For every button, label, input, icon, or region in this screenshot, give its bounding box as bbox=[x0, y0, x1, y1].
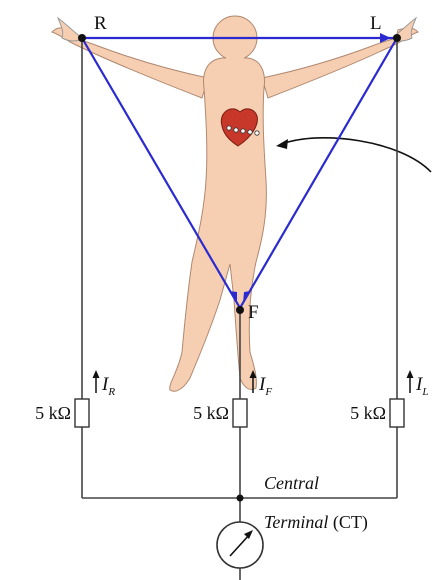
heart-electrode-dots bbox=[226, 125, 260, 136]
pointer-arrow-curve bbox=[281, 137, 432, 173]
neck-shape bbox=[226, 56, 244, 64]
electrode-L-dot bbox=[393, 34, 401, 42]
current-label-left: IL bbox=[415, 374, 428, 398]
galvanometer-needle bbox=[229, 533, 251, 557]
electrode-R-dot bbox=[78, 34, 86, 42]
human-body bbox=[51, 15, 419, 392]
current-label-right: IR bbox=[101, 374, 115, 398]
lead-III-edge bbox=[239, 37, 398, 309]
resistor-foot bbox=[232, 398, 248, 428]
electrode-L-label: L bbox=[370, 13, 382, 34]
arrowhead-R-L bbox=[380, 33, 391, 43]
heart-icon bbox=[220, 108, 258, 147]
galvanometer bbox=[216, 521, 264, 569]
resistor-right bbox=[74, 398, 90, 428]
triangle-arrowheads bbox=[229, 33, 391, 303]
central-terminal-line1: Central bbox=[264, 473, 319, 493]
pointer-arrow-head bbox=[276, 139, 288, 149]
resistor-left bbox=[389, 398, 405, 428]
left-arm-shape bbox=[51, 27, 209, 99]
resistor-label-right: 5 kΩ bbox=[35, 403, 71, 423]
current-arrows bbox=[92, 370, 414, 393]
current-label-foot: IF bbox=[258, 374, 272, 398]
electrode-F-dot bbox=[236, 306, 244, 314]
resistor-label-foot: 5 kΩ bbox=[193, 403, 229, 423]
right-hand-shape bbox=[56, 16, 83, 42]
galvanometer-needle-head bbox=[244, 530, 253, 539]
pointer-arrow bbox=[276, 137, 432, 173]
central-terminal-line2: Terminal (CT) bbox=[264, 512, 368, 533]
heart bbox=[220, 108, 260, 147]
electrode-R-label: R bbox=[94, 13, 107, 34]
lead-II-edge bbox=[81, 37, 241, 309]
electrode-F-label: F bbox=[248, 302, 259, 323]
central-terminal-dot bbox=[236, 494, 244, 502]
arrowhead-L-F bbox=[243, 291, 251, 303]
resistors bbox=[74, 398, 405, 428]
junction-dots bbox=[78, 34, 401, 502]
resistor-label-left: 5 kΩ bbox=[350, 403, 386, 423]
arrowhead-R-F bbox=[229, 291, 237, 303]
torso-shape bbox=[169, 57, 267, 392]
einthoven-triangle bbox=[81, 36, 398, 309]
